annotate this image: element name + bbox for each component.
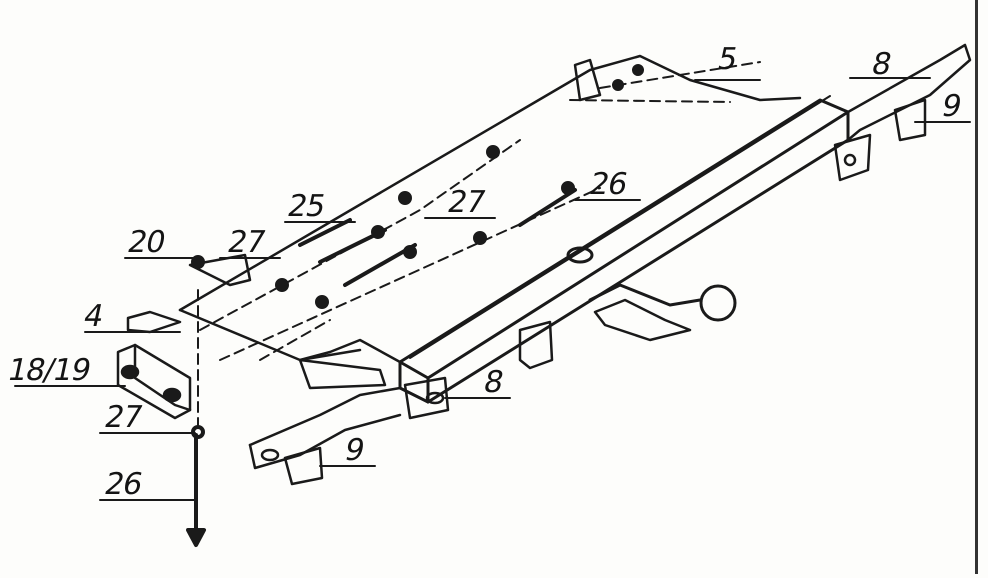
assembly-lines <box>197 61 761 431</box>
bracket-left-lower <box>248 358 450 486</box>
leader-lines <box>14 77 971 501</box>
scan-edge-line <box>975 0 978 574</box>
part-label-27-upper: 27 <box>224 225 269 260</box>
bracket-right-upper <box>833 43 972 182</box>
part-label-26-lower: 26 <box>101 467 146 502</box>
part-label-20: 20 <box>124 225 169 260</box>
part-label-18-19: 18/19 <box>4 353 94 388</box>
tow-ball-neck <box>518 283 737 370</box>
part-label-26-upper: 26 <box>586 167 631 202</box>
part-label-27-mid: 27 <box>444 185 489 220</box>
part-label-27-lower: 27 <box>101 400 146 435</box>
bolts <box>186 64 644 547</box>
part-label-25: 25 <box>284 189 329 224</box>
mounting-plate <box>126 54 802 364</box>
